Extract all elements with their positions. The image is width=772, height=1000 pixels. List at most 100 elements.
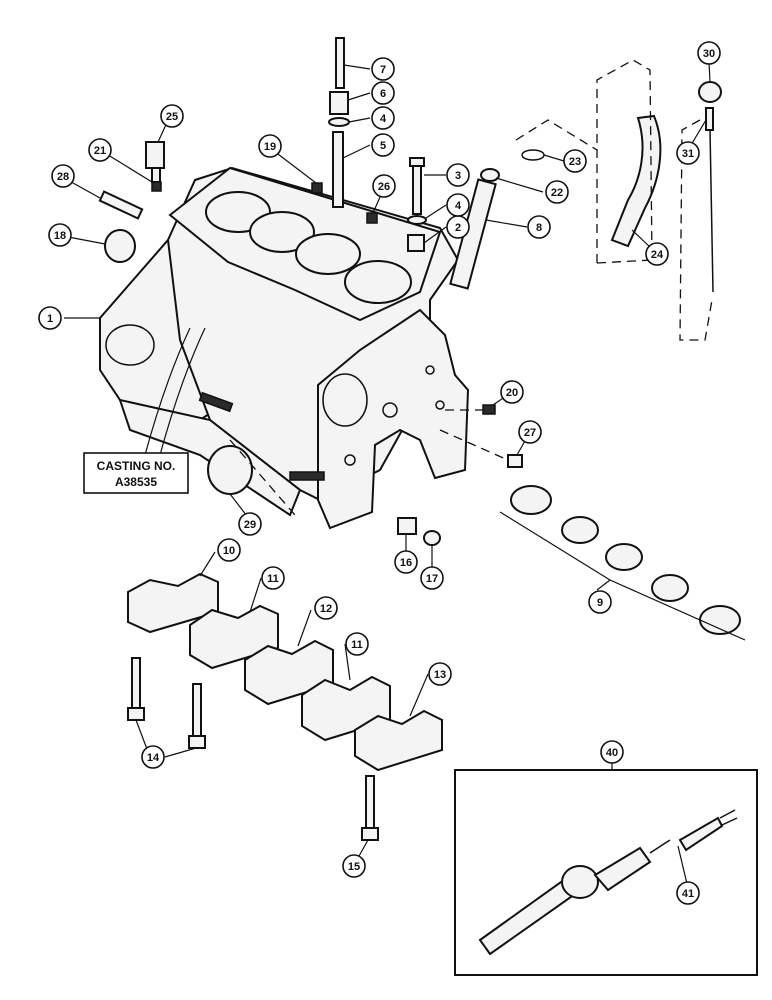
plug-21 — [151, 181, 162, 192]
svg-text:29: 29 — [244, 519, 256, 531]
svg-text:31: 31 — [682, 148, 694, 160]
nut-6 — [329, 91, 349, 115]
callout-9: 9 — [588, 590, 612, 614]
svg-text:2: 2 — [455, 222, 461, 234]
callout-11b: 11 — [345, 632, 369, 656]
callout-22: 22 — [545, 180, 569, 204]
svg-text:15: 15 — [348, 861, 360, 873]
callout-5: 5 — [371, 133, 395, 157]
callout-25: 25 — [160, 104, 184, 128]
ring-23 — [521, 149, 545, 161]
callout-31: 31 — [676, 141, 700, 165]
svg-text:17: 17 — [426, 573, 438, 585]
callout-41: 41 — [676, 881, 700, 905]
callout-21: 21 — [88, 138, 112, 162]
callout-11: 11 — [261, 566, 285, 590]
stud-7 — [335, 37, 345, 89]
plug-17 — [423, 530, 441, 546]
main-bearings-9 — [499, 485, 746, 641]
callout-10: 10 — [217, 538, 241, 562]
plug-29 — [207, 445, 253, 495]
dowel-27 — [507, 454, 523, 468]
svg-text:11: 11 — [267, 573, 279, 585]
svg-text:5: 5 — [380, 140, 386, 152]
svg-text:30: 30 — [703, 48, 715, 60]
callout-1: 1 — [38, 306, 62, 330]
plug-26 — [366, 212, 378, 224]
casting-label-line1: CASTING NO. — [97, 459, 176, 473]
callout-18: 18 — [48, 223, 72, 247]
fitting-25 — [145, 141, 165, 183]
svg-text:3: 3 — [455, 170, 461, 182]
heater-kit-40 — [454, 769, 758, 976]
svg-text:28: 28 — [57, 171, 69, 183]
svg-text:4: 4 — [455, 200, 462, 212]
bearing-cap-10 — [127, 572, 219, 634]
callout-15: 15 — [342, 854, 366, 878]
callout-29: 29 — [238, 512, 262, 536]
callout-28: 28 — [51, 164, 75, 188]
svg-text:20: 20 — [506, 387, 518, 399]
svg-text:18: 18 — [54, 230, 66, 242]
callout-16: 16 — [394, 550, 418, 574]
svg-text:25: 25 — [166, 111, 178, 123]
tube-24 — [610, 114, 662, 248]
svg-text:19: 19 — [264, 141, 276, 153]
svg-text:14: 14 — [147, 752, 160, 764]
callout-12: 12 — [314, 596, 338, 620]
bolt-15 — [361, 775, 379, 841]
callout-2: 2 — [446, 215, 470, 239]
svg-text:9: 9 — [597, 597, 603, 609]
callout-14: 14 — [141, 745, 165, 769]
callout-24: 24 — [645, 242, 669, 266]
callout-4-top: 4 — [371, 106, 395, 130]
callout-8: 8 — [527, 215, 551, 239]
callout-23: 23 — [563, 149, 587, 173]
callout-20: 20 — [500, 380, 524, 404]
callout-27: 27 — [518, 420, 542, 444]
seal-22 — [480, 168, 500, 182]
casting-number-label: CASTING NO. A38535 — [83, 327, 206, 494]
plug-19 — [311, 182, 323, 194]
engine-block — [99, 166, 470, 530]
bolt-14a — [127, 657, 145, 721]
washer-4-top — [328, 117, 350, 127]
svg-text:23: 23 — [569, 156, 581, 168]
casting-label-line2: A38535 — [115, 475, 157, 489]
svg-text:27: 27 — [524, 427, 536, 439]
svg-text:7: 7 — [380, 64, 386, 76]
plug-20 — [482, 404, 496, 415]
callout-26: 26 — [372, 174, 396, 198]
callout-3: 3 — [446, 163, 470, 187]
washer-4 — [407, 215, 427, 225]
svg-text:13: 13 — [434, 669, 446, 681]
svg-text:22: 22 — [551, 187, 563, 199]
bolt-3 — [409, 157, 425, 215]
callout-19: 19 — [258, 134, 282, 158]
callouts: 1 2 3 4 4 5 6 7 8 9 10 11 11 12 13 14 15… — [38, 41, 721, 905]
callout-30: 30 — [697, 41, 721, 65]
svg-text:11: 11 — [351, 639, 363, 651]
callout-13: 13 — [428, 662, 452, 686]
plug-16 — [397, 517, 417, 535]
plug-18 — [104, 229, 136, 263]
svg-text:4: 4 — [380, 113, 387, 125]
svg-text:24: 24 — [651, 249, 664, 261]
svg-text:6: 6 — [380, 88, 386, 100]
dipstick-30 — [698, 81, 722, 293]
callout-4: 4 — [446, 193, 470, 217]
stud-28 — [98, 190, 144, 220]
svg-text:10: 10 — [223, 545, 235, 557]
bearing-cap-13 — [354, 709, 443, 772]
stud-5 — [332, 131, 344, 208]
svg-text:26: 26 — [378, 181, 390, 193]
svg-text:16: 16 — [400, 557, 412, 569]
svg-text:21: 21 — [94, 145, 106, 157]
svg-text:12: 12 — [320, 603, 332, 615]
svg-text:41: 41 — [682, 888, 694, 900]
callout-7: 7 — [371, 57, 395, 81]
svg-text:8: 8 — [536, 222, 542, 234]
svg-text:1: 1 — [47, 313, 53, 325]
